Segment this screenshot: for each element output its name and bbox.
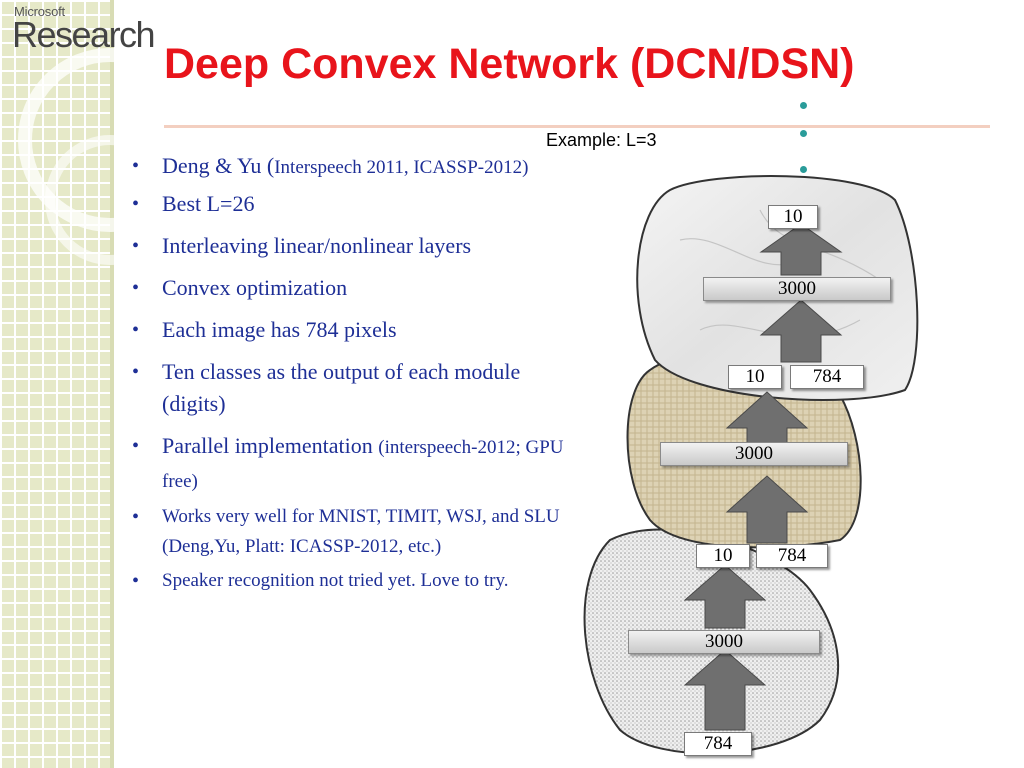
- bullet-text: Speaker recognition not tried yet. Love …: [162, 570, 509, 591]
- module-2-input-10: 10: [696, 544, 750, 568]
- bullet-item: Convex optimization: [132, 272, 582, 304]
- arrow-up-icon: [683, 649, 767, 731]
- module-1-input-784: 784: [684, 732, 752, 756]
- bullet-list: Deng & Yu (Interspeech 2011, ICASSP-2012…: [132, 150, 582, 606]
- module-3-input-784: 784: [790, 365, 864, 389]
- ellipsis-dot-3: [800, 166, 807, 173]
- bullet-text: Convex optimization: [162, 275, 348, 300]
- strip-edge: [110, 0, 114, 768]
- decorative-grid-strip: [0, 0, 112, 768]
- bullet-reference: Interspeech 2011, ICASSP-2012): [274, 157, 529, 178]
- logo-research-text: Research: [12, 14, 156, 55]
- module-3-input-10: 10: [728, 365, 782, 389]
- arrow-up-icon: [759, 299, 843, 363]
- module-3-hidden-layer: 3000: [703, 277, 891, 301]
- decorative-circles: [18, 48, 170, 265]
- bullet-text: Deng & Yu (: [162, 153, 275, 178]
- bullet-reference: (interspeech-2012; GPU free): [162, 437, 564, 492]
- top-output-box: 10: [768, 205, 818, 229]
- bullet-text: Works very well for MNIST, TIMIT, WSJ, a…: [162, 506, 560, 557]
- bullet-item: Each image has 784 pixels: [132, 314, 582, 346]
- dcn-stack-diagram: 10 3000 10 784 3000 10 784 3000 784: [560, 160, 920, 760]
- arrow-up-icon: [725, 475, 809, 544]
- bullet-item: Parallel implementation (interspeech-201…: [132, 430, 582, 498]
- example-label: Example: L=3: [546, 130, 657, 150]
- bullet-text: Each image has 784 pixels: [162, 317, 397, 342]
- bullet-item: Works very well for MNIST, TIMIT, WSJ, a…: [132, 502, 582, 562]
- bullet-item: Best L=26: [132, 188, 582, 220]
- arrow-up-icon: [683, 564, 767, 629]
- bullet-item: Speaker recognition not tried yet. Love …: [132, 566, 582, 596]
- bullet-text: Best L=26: [162, 191, 255, 216]
- module-2-hidden-layer: 3000: [660, 442, 848, 466]
- ellipsis-dot-1: [800, 102, 807, 109]
- module-1-hidden-layer: 3000: [628, 630, 820, 654]
- bullet-text: Interleaving linear/nonlinear layers: [162, 233, 472, 258]
- microsoft-research-logo: Microsoft Research: [12, 4, 156, 55]
- bullet-text: Ten classes as the output of each module…: [162, 359, 521, 416]
- ellipsis-dot-2: [800, 130, 807, 137]
- title-divider: [164, 125, 990, 128]
- bullet-item: Deng & Yu (Interspeech 2011, ICASSP-2012…: [132, 150, 582, 184]
- module-2-input-784: 784: [756, 544, 828, 568]
- bullet-text: Parallel implementation: [162, 433, 379, 458]
- arrow-up-icon: [759, 223, 843, 276]
- slide-title: Deep Convex Network (DCN/DSN): [164, 40, 855, 88]
- bullet-item: Interleaving linear/nonlinear layers: [132, 230, 582, 262]
- logo-microsoft-text: Microsoft: [14, 4, 65, 19]
- bullet-item: Ten classes as the output of each module…: [132, 356, 582, 420]
